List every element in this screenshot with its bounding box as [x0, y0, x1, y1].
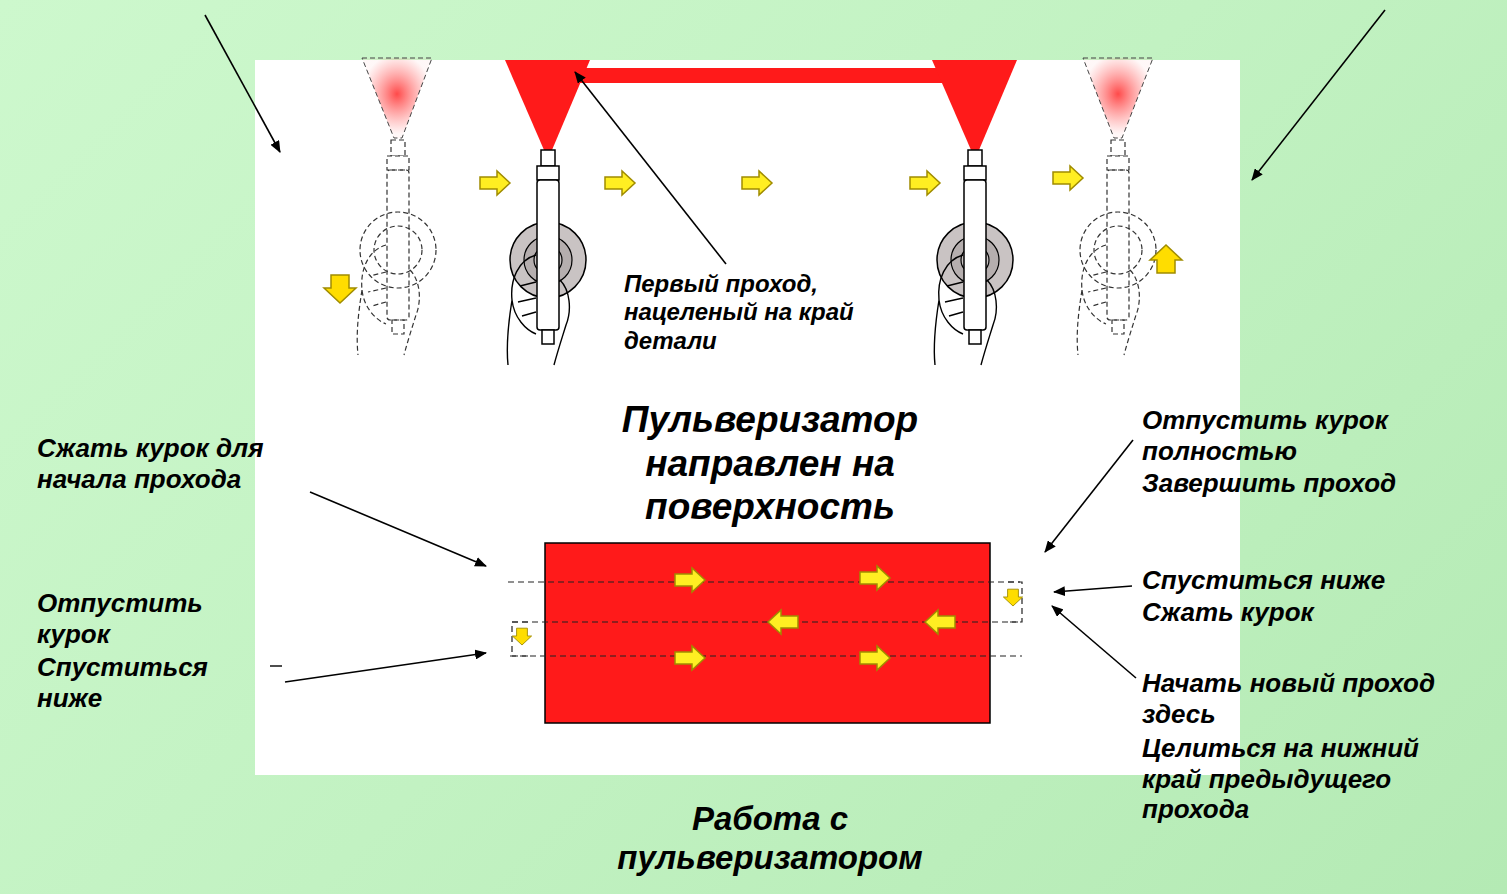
callout-label: Сжать курок для начала прохода	[37, 433, 299, 494]
callout-label: Первый проход, нацеленый на край детали	[624, 270, 924, 355]
white-panel	[255, 60, 1240, 775]
spray-gun	[507, 150, 586, 365]
pass-arrows	[512, 566, 1022, 670]
pass-lines	[508, 582, 1022, 656]
spray-cone	[932, 60, 1017, 150]
callout-label: Завершить проход	[1142, 468, 1442, 499]
callout-label: Отпустить курок	[37, 588, 217, 649]
callout-label: Спуститься ниже	[37, 652, 217, 713]
center-heading: Пульверизатор направлен на поверхность	[590, 398, 950, 529]
caption: Работа с пульверизатором	[590, 800, 950, 878]
callout-label: Начать новый проход здесь	[1142, 668, 1487, 729]
callout-label: Отпустить курок полностью	[1142, 405, 1412, 466]
callout-label: Целиться на нижний край предыдущего прох…	[1142, 733, 1482, 825]
paint-band	[563, 68, 975, 83]
spray-cone	[505, 60, 590, 150]
callout-label: Сжать курок	[1142, 597, 1442, 628]
spray-cone	[1083, 58, 1153, 138]
callout-label: Спуститься ниже	[1142, 565, 1442, 596]
spray-cone	[362, 58, 432, 138]
tick	[270, 665, 282, 666]
spray-gun	[357, 140, 436, 355]
workpiece	[545, 543, 990, 723]
spray-gun	[934, 150, 1013, 365]
spray-gun	[1077, 140, 1156, 355]
